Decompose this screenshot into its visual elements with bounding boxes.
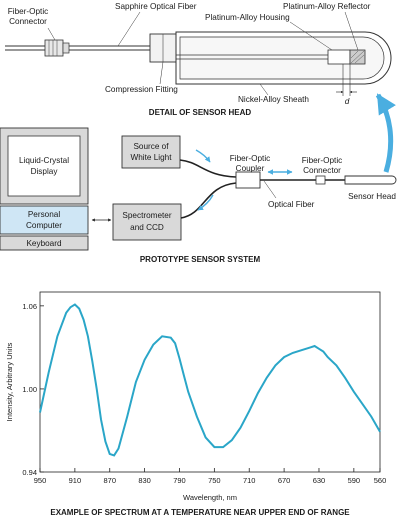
x-tick-label: 630 [313,476,326,485]
fiber-from-source [179,159,237,178]
x-tick-label: 710 [243,476,256,485]
label-coupler-2: Coupler [236,164,265,173]
x-tick-label: 790 [173,476,186,485]
y-tick-label: 0.94 [22,468,37,477]
x-tick-label: 670 [278,476,291,485]
label-compression-fitting: Compression Fitting [105,85,178,94]
x-axis-label: Wavelength, nm [183,493,237,502]
label-fiber-optic-connector-2: Connector [9,17,47,26]
x-tick-label: 830 [138,476,151,485]
y-tick-label: 1.00 [22,385,37,394]
y-axis: 0.94 1.00 1.06 [22,302,44,477]
x-axis: 950 910 870 830 790 750 710 670 630 590 560 [34,468,387,485]
fiber-to-spectrometer [180,182,237,219]
label-coupler-1: Fiber-Optic [230,154,271,163]
label-spectro-2: and CCD [130,223,164,232]
nickel-alloy-sheath [175,31,392,85]
spectrum-chart: 0.94 1.00 1.06 950 910 870 830 790 750 710 670 630… [5,291,387,517]
personal-computer: Personal Computer [0,205,89,235]
y-axis-label: Intensity, Arbitrary Units [5,342,14,421]
caption-sensor-head: DETAIL OF SENSOR HEAD [149,108,252,117]
system-fiber-connector [315,175,326,185]
white-light-source: Source of White Light [121,135,181,169]
fiber-optic-connector [44,39,70,57]
label-sensor-head: Sensor Head [348,192,396,201]
x-tick-label: 560 [374,476,387,485]
label-pc-2: Computer [26,221,62,230]
platinum-alloy-reflector [349,49,366,65]
y-tick-label: 1.06 [22,302,37,311]
spectrometer: Spectrometer and CCD [112,203,182,241]
label-source-1: Source of [133,142,169,151]
x-tick-label: 950 [34,476,47,485]
label-pc-1: Personal [28,210,60,219]
label-platinum-housing: Platinum-Alloy Housing [205,13,290,22]
x-tick-label: 590 [348,476,361,485]
label-optical-fiber: Optical Fiber [268,200,315,209]
lcd-display: Liquid-Crystal Display [0,127,89,205]
fiber-optic-coupler [235,171,261,189]
label-lcd-2: Display [31,167,59,176]
x-tick-label: 910 [69,476,82,485]
label-lcd-1: Liquid-Crystal [19,156,69,165]
label-sapphire-fiber: Sapphire Optical Fiber [115,2,197,11]
platinum-alloy-housing [327,49,351,65]
x-tick-label: 750 [208,476,221,485]
keyboard: Keyboard [0,235,89,251]
label-source-2: White Light [131,153,173,162]
label-keyboard: Keyboard [26,239,61,248]
label-connector-2: Connector [303,166,341,175]
label-connector-1: Fiber-Optic [302,156,343,165]
plot-frame [39,291,381,473]
label-spectro-1: Spectrometer [122,211,171,220]
label-fiber-optic-connector-1: Fiber-Optic [8,7,49,16]
sensor-head [344,175,397,185]
prototype-system: Liquid-Crystal Display Personal Computer… [0,127,397,264]
curved-arrow-icon [375,93,396,173]
label-nickel-sheath: Nickel-Alloy Sheath [238,95,309,104]
sensor-head-detail: d Fiber-Optic Connector Sapphire Optical… [5,2,392,117]
x-tick-label: 870 [103,476,116,485]
gap-d-label: d [345,97,350,106]
label-platinum-reflector: Platinum-Alloy Reflector [283,2,371,11]
spectrum-series-line [39,303,381,457]
caption-system: PROTOTYPE SENSOR SYSTEM [140,255,261,264]
compression-fitting [149,33,177,63]
chart-title: EXAMPLE OF SPECTRUM AT A TEMPERATURE NEA… [50,508,350,517]
